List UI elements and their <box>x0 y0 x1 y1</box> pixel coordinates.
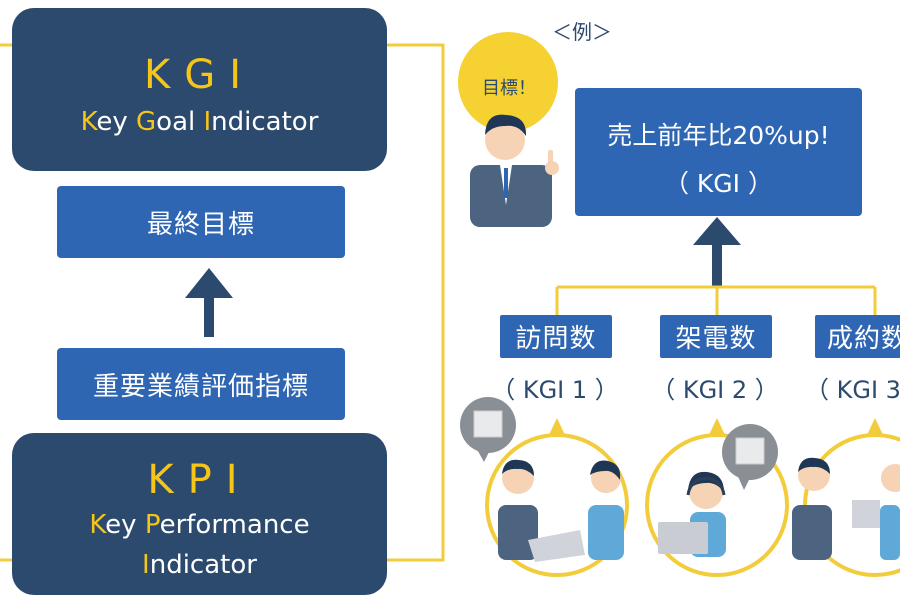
kpi-full-k: K <box>89 510 106 540</box>
target-box: 売上前年比20%up! （ KGI ） <box>575 88 862 216</box>
kgi-full-ndicator: ndicator <box>211 107 319 137</box>
kpi-abbr: KPI <box>147 457 252 503</box>
goal-bubble-circle <box>458 32 558 132</box>
meeting-illustration <box>498 459 624 562</box>
kpi-box: KPI Key Performance Indicator <box>12 433 387 595</box>
left-arrow-head <box>185 268 233 298</box>
deal-illustration <box>792 457 900 560</box>
target-line1: 売上前年比20%up! <box>607 121 830 150</box>
call-operator-illustration <box>658 471 726 557</box>
kgi-full-oal: oal <box>156 107 204 137</box>
item-label-calls: 架電数 <box>660 315 772 358</box>
kpi-description-box: 重要業績評価指標 <box>57 348 345 420</box>
kgi-full-i: I <box>203 107 212 137</box>
kpi-full-erformance: erformance <box>159 510 310 540</box>
item-label-visits: 訪問数 <box>500 315 612 358</box>
right-arrow-shaft <box>712 240 722 288</box>
item-label-contracts: 成約数 <box>815 315 900 358</box>
kgi-box: KGI Key Goal Indicator <box>12 8 387 171</box>
example-label: ＜例＞ <box>552 20 612 44</box>
pointing-person-illustration <box>470 114 559 227</box>
kgi-full-g: G <box>136 107 157 137</box>
kpi-full-ndicator: ndicator <box>149 550 257 580</box>
item-sub-visits: （ KGI 1 ） <box>491 376 619 404</box>
item-sub-calls: （ KGI 2 ） <box>651 376 779 404</box>
item-sub-contracts: （ KGI 3 <box>805 376 900 404</box>
kgi-full-name: Key Goal Indicator <box>12 102 387 142</box>
target-line2: （ KGI ） <box>663 169 774 198</box>
kpi-full-line2: Indicator <box>12 545 387 585</box>
goal-bubble-text: 目標！ <box>482 78 536 99</box>
final-goal-box: 最終目標 <box>57 186 345 258</box>
right-arrow-head <box>693 217 741 245</box>
left-arrow-shaft <box>204 295 214 337</box>
kgi-full-k: K <box>80 107 97 137</box>
kpi-full-i: I <box>142 550 150 580</box>
kpi-full-p: P <box>144 510 160 540</box>
kgi-full-ey: ey <box>96 107 137 137</box>
kpi-full-ey: ey <box>105 510 145 540</box>
bracket-line <box>385 43 445 562</box>
kpi-full-line1: Key Performance <box>12 505 387 545</box>
kgi-abbr: KGI <box>143 52 256 98</box>
